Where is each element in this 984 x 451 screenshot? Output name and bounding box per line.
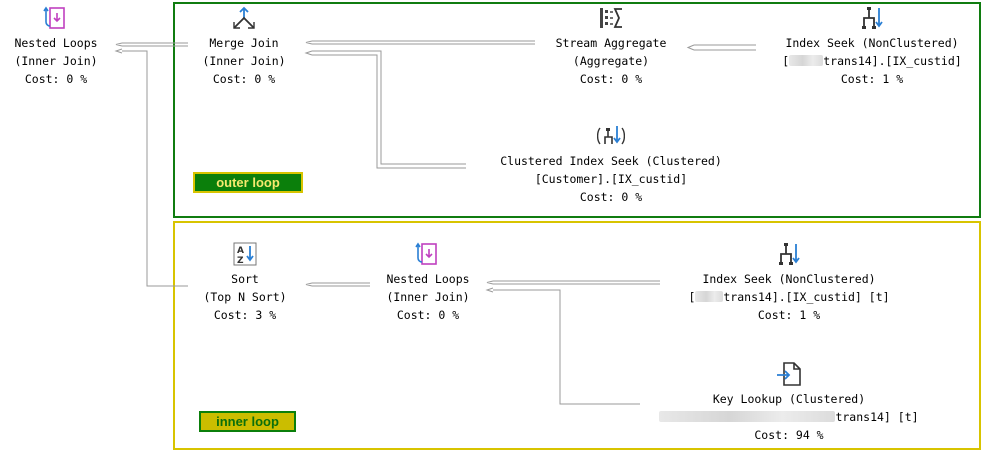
nested-loops-icon: [43, 6, 65, 29]
node-title: Clustered Index Seek (Clustered): [500, 154, 722, 168]
arrow-merge-join-to-nested-loops: [115, 42, 188, 47]
outer-loop-label: outer loop: [193, 172, 303, 193]
redacted-text: [695, 291, 724, 302]
stream-aggregate-icon: [600, 8, 622, 28]
merge-join-node[interactable]: Merge Join (Inner Join) Cost: 0 %: [186, 4, 302, 88]
stream-aggregate-node[interactable]: Stream Aggregate (Aggregate) Cost: 0 %: [536, 4, 686, 88]
node-subtitle: (Inner Join): [202, 54, 286, 68]
clustered-index-seek-icon: [597, 126, 625, 145]
inner-loop-region: [173, 221, 981, 450]
merge-join-icon: [233, 6, 255, 29]
node-subtitle: (Top N Sort): [203, 290, 287, 304]
node-subtitle: (Inner Join): [14, 54, 98, 68]
arrow-stream-aggregate-to-merge-join: [305, 40, 535, 45]
node-cost: Cost: 0 %: [212, 72, 276, 86]
node-cost: Cost: 0 %: [579, 190, 643, 204]
outer-loop-region: [173, 2, 981, 218]
index-seek-icon: [862, 7, 883, 29]
index-seek-icon: [779, 243, 800, 265]
node-subtitle: [trans14].[IX_custid]: [782, 54, 962, 68]
node-cost: Cost: 0 %: [396, 308, 460, 322]
node-title: Sort: [231, 272, 259, 286]
node-title: Merge Join: [209, 36, 279, 50]
sort-icon: A Z: [233, 242, 257, 266]
arrow-index-seek-to-stream-aggregate: [686, 44, 756, 51]
node-cost: Cost: 1 %: [840, 72, 904, 86]
node-cost: Cost: 1 %: [757, 308, 821, 322]
redacted-text: [789, 55, 824, 66]
nested-loops-inner-node[interactable]: Nested Loops (Inner Join) Cost: 0 %: [372, 240, 484, 324]
sort-node[interactable]: A Z Sort (Top N Sort) Cost: 3 %: [190, 240, 300, 324]
node-cost: Cost: 0 %: [579, 72, 643, 86]
index-seek-outer-node[interactable]: Index Seek (NonClustered) [trans14].[IX_…: [760, 4, 984, 88]
arrow-key-lookup-to-inner-loops: [485, 287, 640, 405]
redacted-text: [659, 411, 836, 422]
nested-loops-root-node[interactable]: Nested Loops (Inner Join) Cost: 0 %: [0, 4, 112, 88]
node-subtitle: [trans14].[IX_custid] [t]: [688, 290, 890, 304]
node-subtitle: (Aggregate): [572, 54, 650, 68]
node-subtitle: trans14] [t]: [642, 408, 936, 426]
node-subtitle: (Inner Join): [386, 290, 470, 304]
arrow-sort-to-nested-loops: [114, 48, 188, 287]
svg-text:A: A: [237, 246, 244, 256]
arrow-clustered-seek-to-merge-join: [304, 50, 466, 169]
arrow-index-seek-to-inner-loops: [486, 280, 660, 285]
node-title: Key Lookup (Clustered): [712, 392, 866, 406]
node-cost: Cost: 3 %: [213, 308, 277, 322]
svg-text:Z: Z: [237, 256, 244, 266]
nested-loops-icon: [415, 242, 437, 265]
node-subtitle: [Customer].[IX_custid]: [534, 172, 688, 186]
clustered-index-seek-node[interactable]: Clustered Index Seek (Clustered) [Custom…: [468, 122, 754, 206]
node-title: Nested Loops: [14, 36, 98, 50]
node-title: Stream Aggregate: [555, 36, 667, 50]
arrow-inner-loops-to-sort: [305, 282, 370, 287]
node-title: Index Seek (NonClustered): [785, 36, 959, 50]
index-seek-inner-node[interactable]: Index Seek (NonClustered) [trans14].[IX_…: [664, 240, 914, 324]
key-lookup-icon: [777, 362, 801, 386]
node-cost: Cost: 94 %: [754, 428, 824, 442]
key-lookup-node[interactable]: Key Lookup (Clustered) trans14] [t] Cost…: [642, 360, 936, 444]
node-title: Index Seek (NonClustered): [702, 272, 876, 286]
node-cost: Cost: 0 %: [24, 72, 88, 86]
inner-loop-label: inner loop: [199, 411, 296, 432]
node-title: Nested Loops: [386, 272, 470, 286]
